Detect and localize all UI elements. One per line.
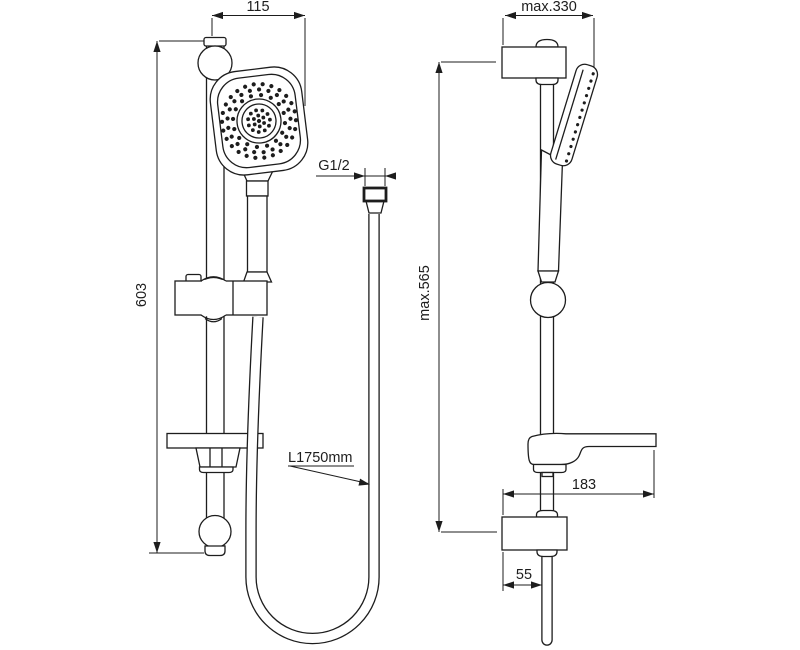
dim-label-max330: max.330 xyxy=(521,0,577,15)
dim-label-max565: max.565 xyxy=(417,265,433,321)
shower-head-front xyxy=(209,66,309,176)
wall-bracket-top-front xyxy=(197,45,233,81)
arrow-down-icon xyxy=(435,521,443,532)
dimension-fitting: G1/2 xyxy=(316,158,396,186)
dimension-rail-length: 603 xyxy=(134,40,205,554)
arrow-right-icon xyxy=(354,172,365,180)
shower-hose-front xyxy=(245,214,380,645)
soap-dish-front xyxy=(166,432,264,474)
dim-label-55: 55 xyxy=(516,567,532,583)
arrow-left-icon xyxy=(385,172,396,180)
hose-fitting-front xyxy=(362,186,388,214)
dim-label-115: 115 xyxy=(246,0,269,15)
side-face-dots xyxy=(564,72,595,163)
dim-label-603: 603 xyxy=(134,283,150,307)
arrow-down-icon xyxy=(153,542,161,553)
rail-top-cap xyxy=(203,36,227,47)
wall-bracket-bottom-front xyxy=(198,514,232,557)
arrow-right-icon xyxy=(531,581,542,589)
slider-holder-front xyxy=(174,273,268,323)
front-view: 115 603 xyxy=(134,0,396,645)
side-view: max.330 max.565 xyxy=(417,0,657,646)
leader-arrow-icon xyxy=(358,478,370,486)
arrow-right-icon xyxy=(582,11,593,20)
label-hose-length: L1750mm xyxy=(288,450,352,466)
dimension-max-height: max.565 xyxy=(417,61,497,533)
dim-label-183: 183 xyxy=(572,477,596,493)
dimension-max-reach: max.330 xyxy=(502,0,595,68)
arrow-left-icon xyxy=(503,581,514,589)
shower-head-side xyxy=(549,63,599,167)
arrow-up-icon xyxy=(435,62,443,73)
spray-dots xyxy=(219,82,299,160)
dimension-wall-offset: 55 xyxy=(502,552,542,591)
label-g12: G1/2 xyxy=(318,158,349,174)
dimension-head-width: 115 xyxy=(211,0,306,106)
arrow-right-icon xyxy=(294,11,305,20)
handshower-handle-side xyxy=(537,148,564,272)
arrow-up-icon xyxy=(153,41,161,52)
soap-dish-side xyxy=(527,432,657,478)
arrow-right-icon xyxy=(643,490,654,498)
arrow-left-icon xyxy=(212,11,223,20)
wall-bracket-bottom-side xyxy=(501,509,568,558)
arrow-left-icon xyxy=(503,490,514,498)
hose-length-callout: L1750mm xyxy=(288,450,370,486)
wall-bracket-top-side xyxy=(501,38,567,86)
arrow-left-icon xyxy=(505,11,516,20)
slider-holder-side xyxy=(529,270,567,319)
dimension-shelf-depth: 183 xyxy=(502,450,655,515)
